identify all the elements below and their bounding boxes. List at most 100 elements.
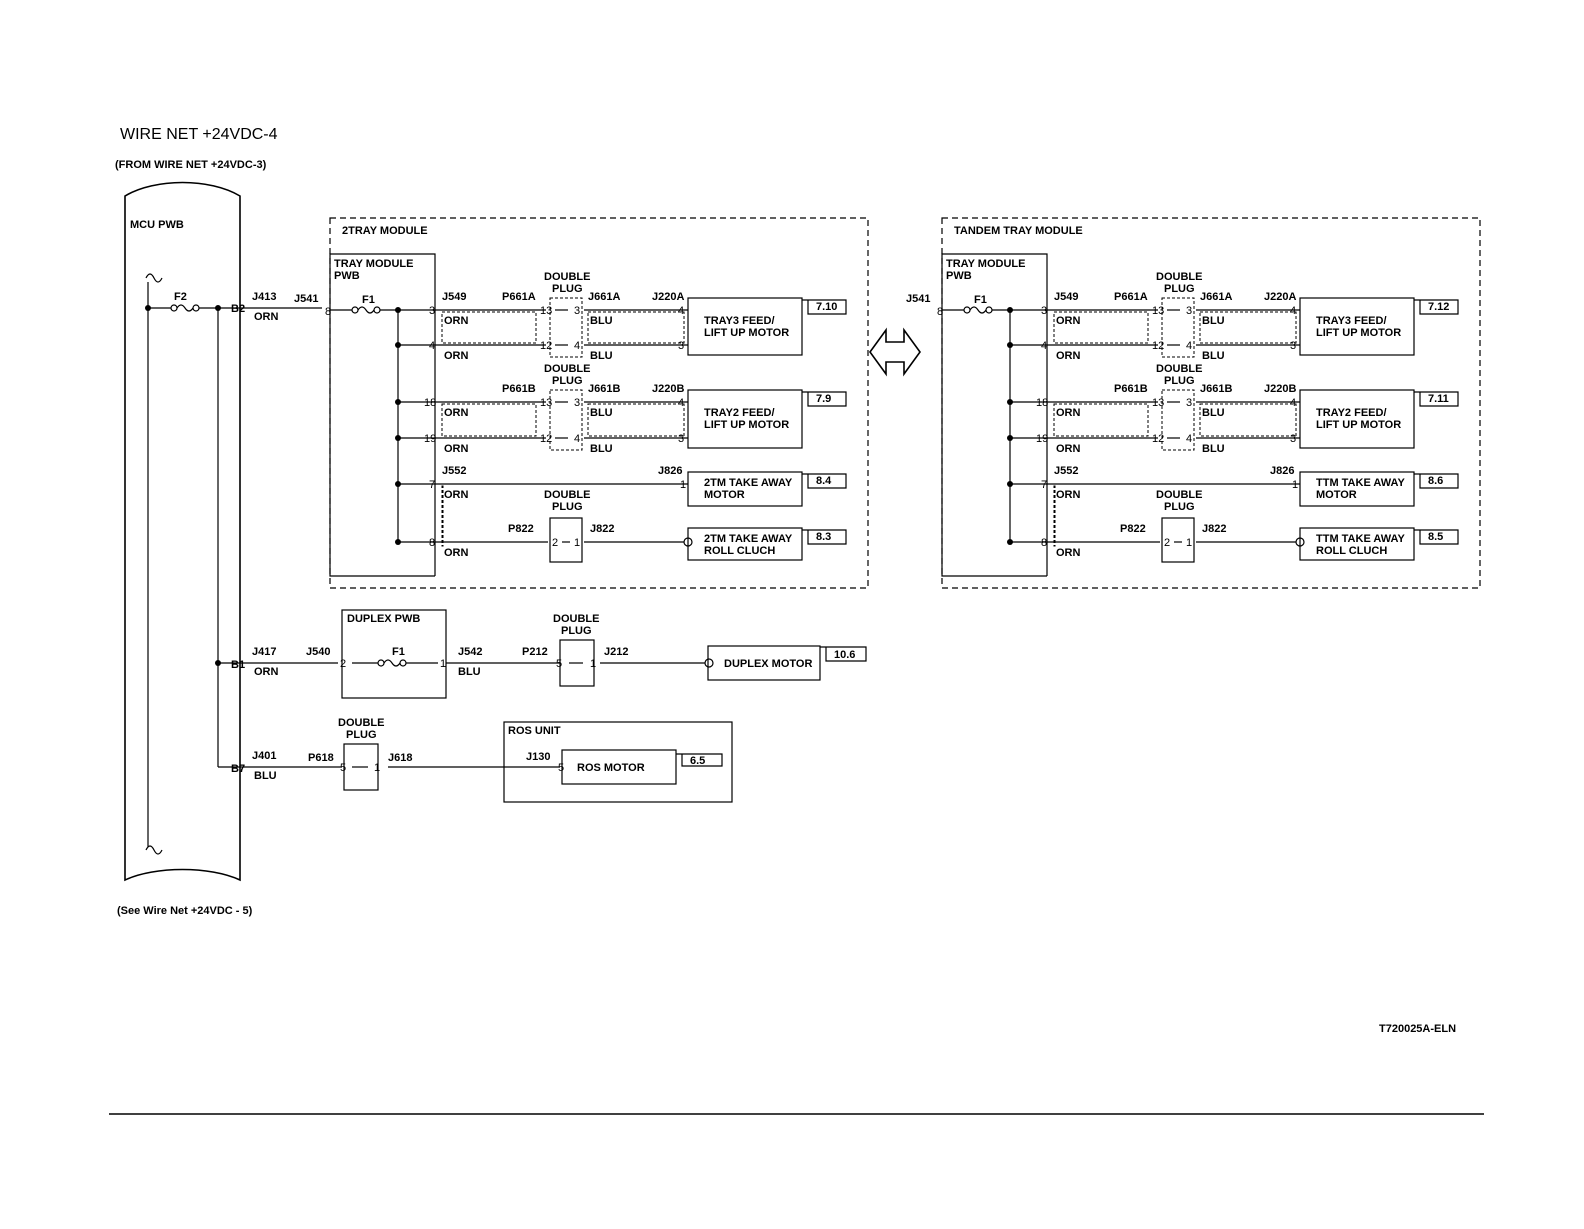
svg-text:4: 4 <box>1186 433 1192 445</box>
pin-in-8: 8 <box>937 306 943 318</box>
pin-18: 18 <box>424 397 436 409</box>
wire-orn: ORN <box>444 350 469 362</box>
wire-blu: BLU <box>590 315 613 327</box>
ref-label: 7.10 <box>816 301 837 313</box>
svg-text:1: 1 <box>590 658 596 670</box>
conn-j826: J826 <box>658 465 682 477</box>
conn-j212: J212 <box>604 646 628 658</box>
pwb-label-2: PWB <box>946 270 972 282</box>
conn-j417: J417 <box>252 646 276 658</box>
wire-orn: ORN <box>1056 407 1081 419</box>
motor-label: ROLL CLUCH <box>704 545 775 557</box>
wire-orn: ORN <box>444 443 469 455</box>
motor-label: TTM TAKE AWAY <box>1316 533 1405 545</box>
mcu-label: MCU PWB <box>130 219 184 231</box>
wire-blu-j542: BLU <box>458 666 481 678</box>
dp-label-2: PLUG <box>552 501 583 513</box>
ref-label: 7.11 <box>1428 393 1449 405</box>
wire-blu: BLU <box>1202 443 1225 455</box>
diagram-title: WIRE NET +24VDC-4 <box>120 126 278 143</box>
duplex-pwb-label: DUPLEX PWB <box>347 613 420 625</box>
motor-label: LIFT UP MOTOR <box>1316 419 1401 431</box>
svg-text:13: 13 <box>540 305 552 317</box>
motor-label: TRAY3 FEED/ <box>704 315 775 327</box>
conn-jack-1: J661B <box>588 383 620 395</box>
ref-label: 7.12 <box>1428 301 1449 313</box>
wire-orn: ORN <box>444 547 469 559</box>
conn-j542: J542 <box>458 646 482 658</box>
duplex-pwb-box <box>341 609 447 699</box>
pin-3: 3 <box>1041 305 1047 317</box>
wire-blu-b7: BLU <box>254 770 277 782</box>
pin-18: 18 <box>1036 397 1048 409</box>
motor-label: LIFT UP MOTOR <box>704 419 789 431</box>
svg-text:1: 1 <box>1292 479 1298 491</box>
module-title: TANDEM TRAY MODULE <box>954 225 1083 237</box>
pin-8: 8 <box>1041 537 1047 549</box>
conn-j401: J401 <box>252 750 276 762</box>
conn-motor-0: J220A <box>1264 291 1296 303</box>
wire-orn-b2: ORN <box>254 311 279 323</box>
conn-p822: P822 <box>508 523 534 535</box>
motor-label: LIFT UP MOTOR <box>1316 327 1401 339</box>
dp-label-2: PLUG <box>1164 283 1195 295</box>
svg-text:1: 1 <box>1186 537 1192 549</box>
svg-text:1: 1 <box>680 479 686 491</box>
ref-label: 7.9 <box>816 393 831 405</box>
svg-text:5: 5 <box>558 762 564 774</box>
pin-in-8: 8 <box>325 306 331 318</box>
conn-j541: J541 <box>294 293 318 305</box>
ros-circuit: J401 BLU P618 DOUBLE PLUG 5 1 J618 ROS U… <box>240 717 733 803</box>
svg-text:3: 3 <box>574 397 580 409</box>
wire-orn-b1: ORN <box>254 666 279 678</box>
motor-box-3 <box>1299 527 1415 561</box>
ref-label: 8.5 <box>1428 531 1443 543</box>
pwb-label-2: PWB <box>334 270 360 282</box>
double-arrow-icon <box>869 327 921 377</box>
pin-7: 7 <box>429 479 435 491</box>
pin-7: 7 <box>1041 479 1047 491</box>
conn-j541: J541 <box>906 293 930 305</box>
feed-b2: J413 ORN <box>240 291 322 323</box>
ref-duplex: 10.6 <box>834 649 855 661</box>
wire-orn: ORN <box>444 315 469 327</box>
pin-b1: B1 <box>231 659 245 671</box>
svg-text:4: 4 <box>678 397 684 409</box>
svg-text:12: 12 <box>540 340 552 352</box>
conn-plug-1: P661B <box>1114 383 1148 395</box>
wire-orn: ORN <box>444 489 469 501</box>
conn-jack-0: J661A <box>588 291 620 303</box>
dp-ros-1: DOUBLE <box>338 717 384 729</box>
module-title: 2TRAY MODULE <box>342 225 428 237</box>
ref-label: 8.3 <box>816 531 831 543</box>
wire-blu: BLU <box>1202 350 1225 362</box>
svg-text:12: 12 <box>1152 433 1164 445</box>
conn-j826: J826 <box>1270 465 1294 477</box>
motor-label: TRAY3 FEED/ <box>1316 315 1387 327</box>
svg-text:4: 4 <box>574 433 580 445</box>
motor-label: ROLL CLUCH <box>1316 545 1387 557</box>
dp-label-2: PLUG <box>552 283 583 295</box>
wire-blu: BLU <box>590 443 613 455</box>
conn-j549: J549 <box>1054 291 1078 303</box>
wire-blu: BLU <box>1202 315 1225 327</box>
ros-motor-label: ROS MOTOR <box>577 762 645 774</box>
fuse-f1: F1 <box>362 294 375 306</box>
duplex-motor-label: DUPLEX MOTOR <box>724 658 812 670</box>
break-bottom <box>145 845 163 855</box>
svg-text:1: 1 <box>574 537 580 549</box>
pin-4: 4 <box>1041 340 1047 352</box>
ros-motor-box <box>561 749 677 785</box>
pin-19: 19 <box>1036 433 1048 445</box>
motor-label: LIFT UP MOTOR <box>704 327 789 339</box>
svg-text:2: 2 <box>552 537 558 549</box>
ref-ros: 6.5 <box>690 755 705 767</box>
conn-jack-1: J661B <box>1200 383 1232 395</box>
svg-text:1: 1 <box>374 762 380 774</box>
duplex-fuse: F1 <box>392 646 405 658</box>
svg-text:3: 3 <box>1186 397 1192 409</box>
wire-orn: ORN <box>1056 489 1081 501</box>
fuse-f2: F2 <box>174 291 187 303</box>
conn-j822: J822 <box>590 523 614 535</box>
